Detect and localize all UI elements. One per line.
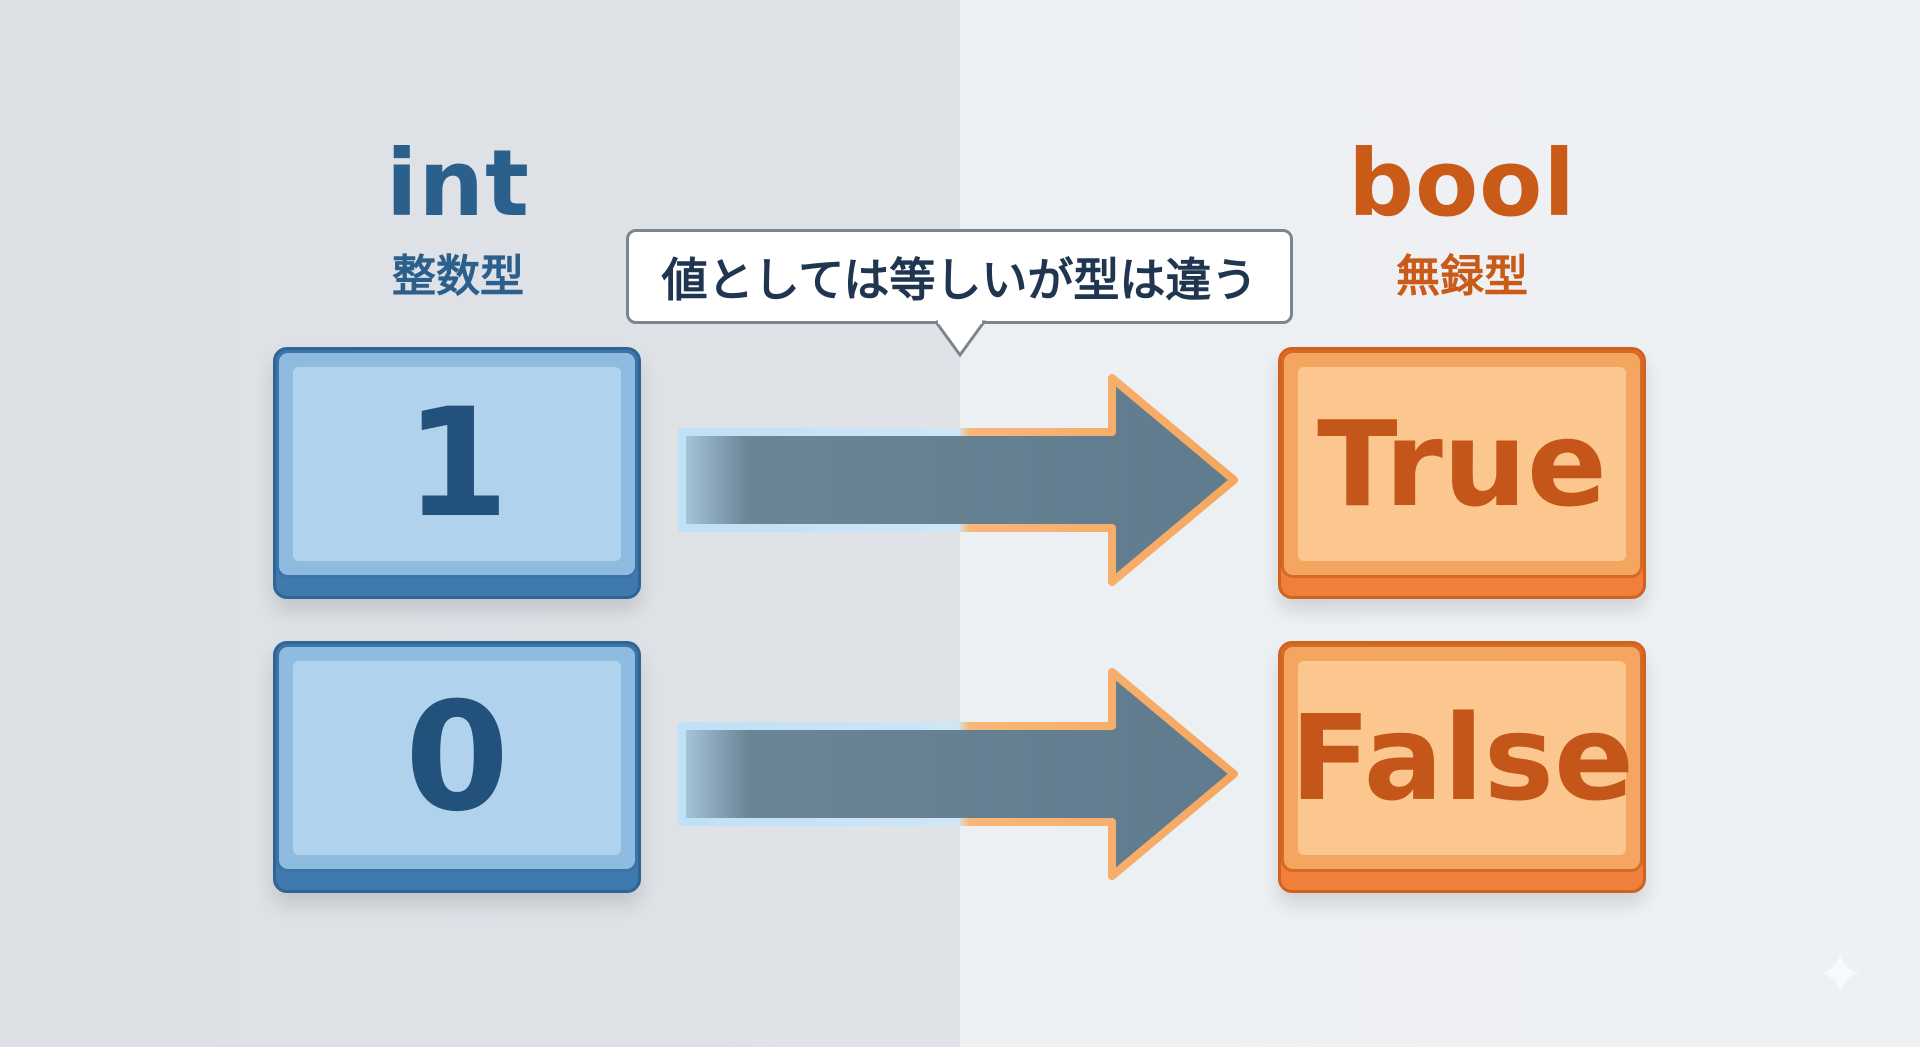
int-value: 0 (404, 671, 510, 845)
int-value: 1 (404, 377, 510, 551)
bool-type-title: bool (1348, 130, 1576, 237)
callout-text: 値としては等しいが型は違う (661, 252, 1258, 307)
int-value-box-0: 0 (273, 641, 641, 893)
sparkle-icon: ✦ (1815, 940, 1866, 1010)
int-type-title: int (385, 130, 530, 237)
callout-bubble: 値としては等しいが型は違う (626, 229, 1293, 324)
int-value-box-1: 1 (273, 347, 641, 599)
bool-value-box-false: False (1278, 641, 1646, 893)
right-arrow-icon (678, 374, 1238, 586)
right-arrow-icon (678, 668, 1238, 880)
bool-value-box-true: True (1278, 347, 1646, 599)
bool-value: False (1289, 689, 1635, 827)
int-type-label: 整数型 (392, 251, 524, 302)
bool-type-label: 無録型 (1396, 251, 1528, 302)
bool-value: True (1317, 395, 1607, 533)
callout-tail (936, 320, 986, 358)
